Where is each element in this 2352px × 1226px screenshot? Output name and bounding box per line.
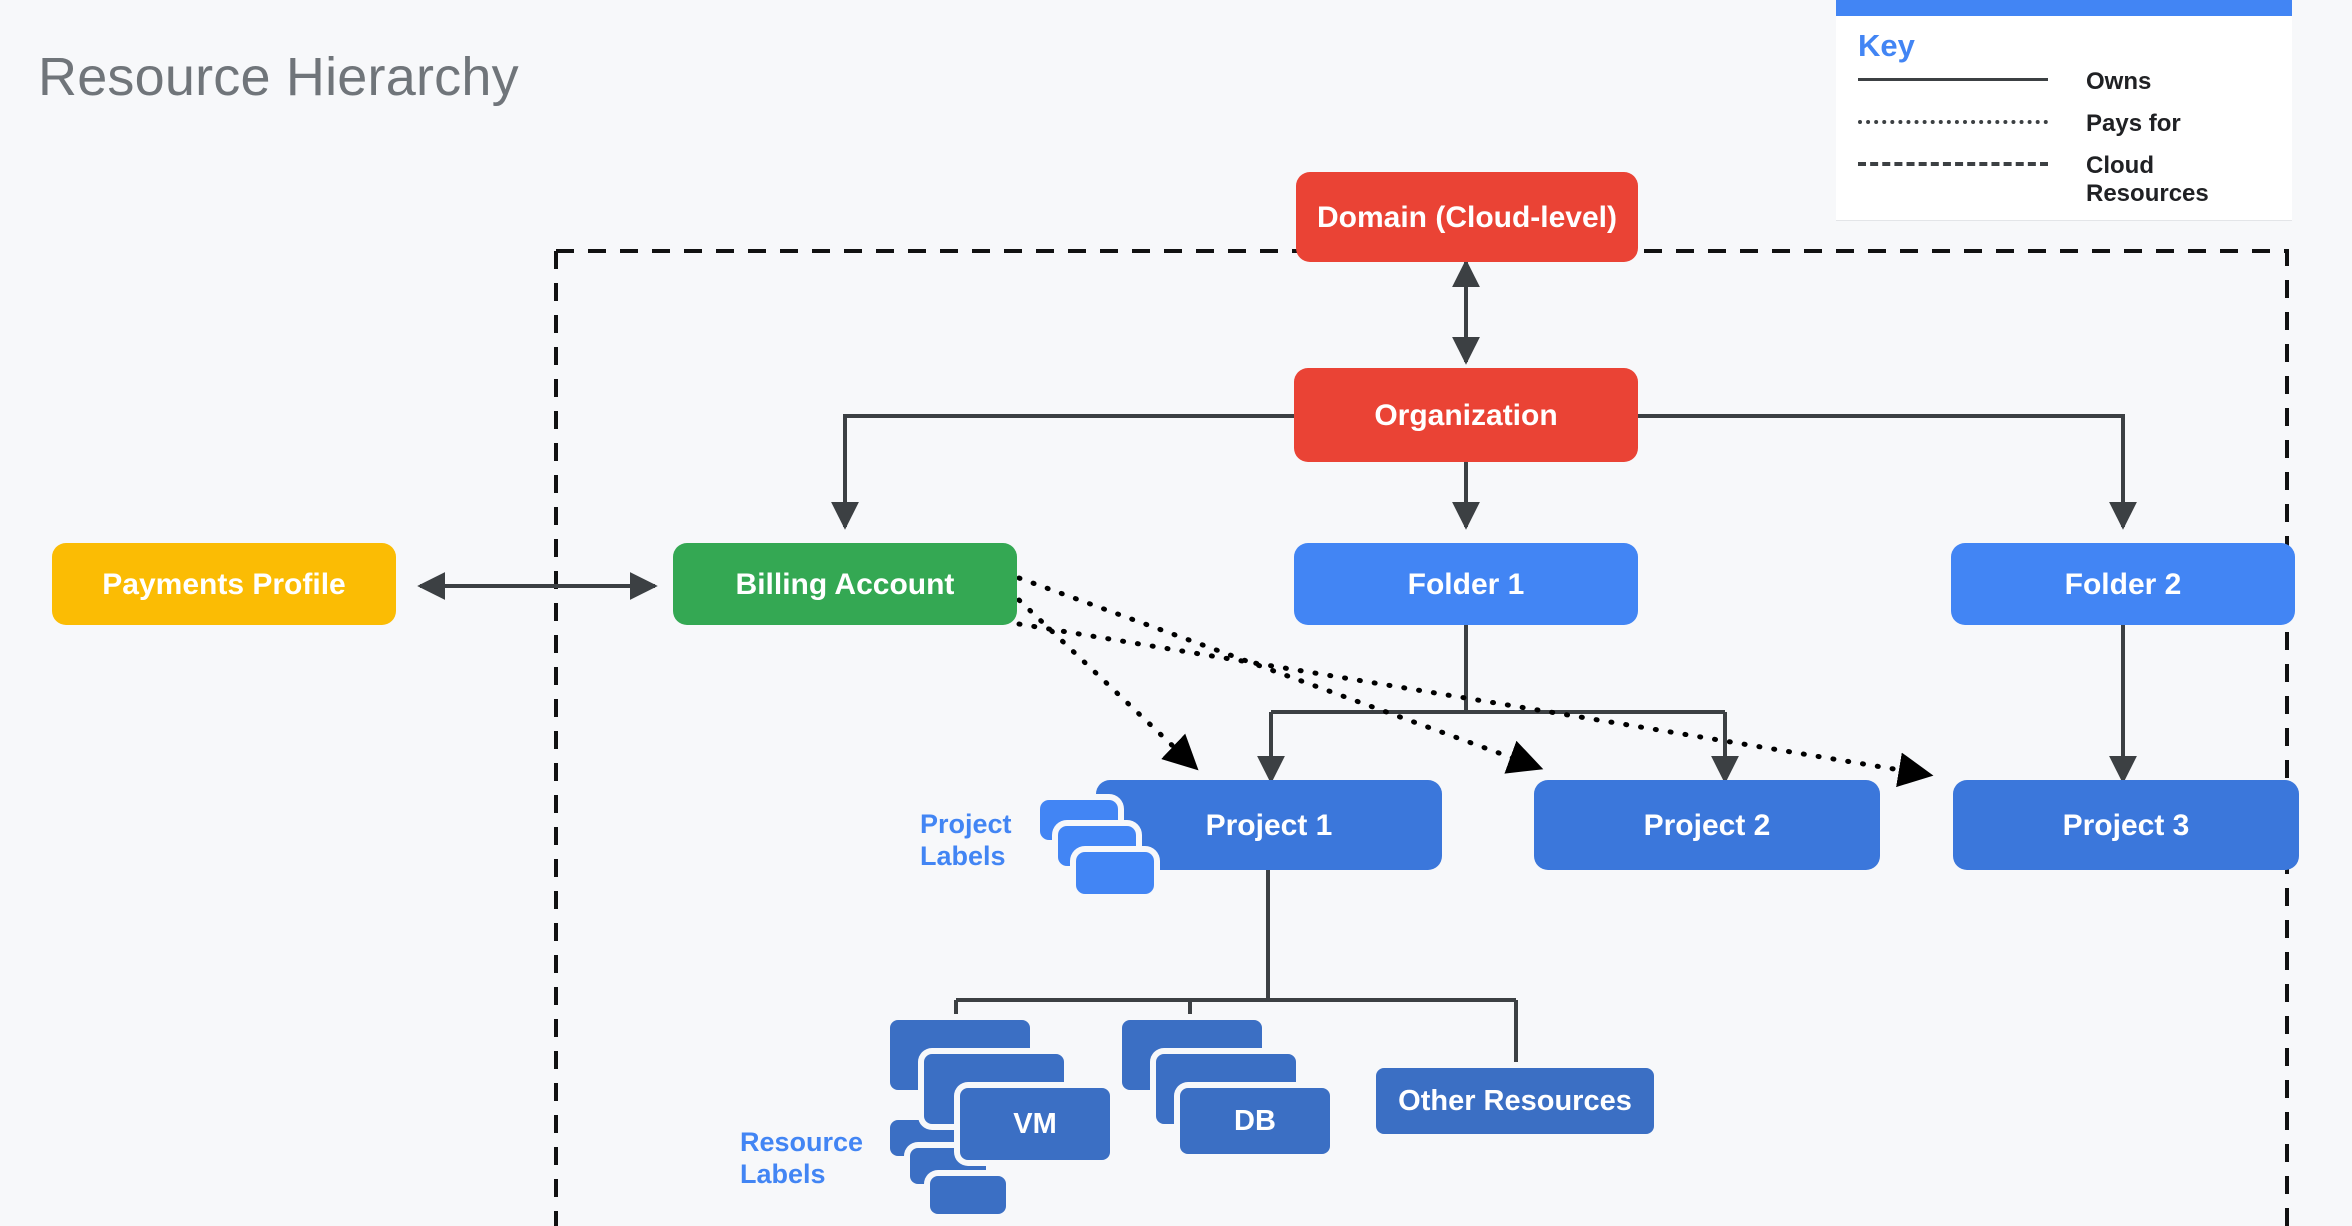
node-billing-account[interactable]: Billing Account: [673, 543, 1017, 625]
edge-billing-pays-project3: [1016, 621, 1934, 788]
legend-label-cloud-resources: Cloud Resources: [2086, 152, 2209, 207]
legend-label-owns: Owns: [2086, 68, 2152, 95]
resource-labels-stack: [890, 1120, 1030, 1226]
node-db[interactable]: DB: [1180, 1088, 1330, 1154]
edge-billing-pays-project1: [1016, 597, 1199, 771]
node-project-1[interactable]: Project 1: [1096, 780, 1442, 870]
node-vm[interactable]: VM: [960, 1088, 1110, 1160]
legend-row-cloud-resources: Cloud Resources: [1836, 152, 2292, 208]
caption-project-labels: Project Labels: [920, 809, 1012, 872]
edge-organization-folder2: [1638, 414, 2137, 530]
legend-row-pays-for: Pays for: [1836, 110, 2292, 152]
node-other-resources[interactable]: Other Resources: [1376, 1068, 1654, 1134]
node-folder-2[interactable]: Folder 2: [1951, 543, 2295, 625]
legend-panel: Key Owns Pays for Cloud Resources: [1836, 0, 2292, 221]
node-domain[interactable]: Domain (Cloud-level): [1296, 172, 1638, 262]
legend-rows: Owns Pays for Cloud Resources: [1836, 68, 2292, 208]
legend-line-dashed: [1858, 152, 2048, 174]
caption-resource-labels: Resource Labels: [740, 1127, 864, 1190]
node-payments-profile[interactable]: Payments Profile: [52, 543, 396, 625]
node-organization[interactable]: Organization: [1294, 368, 1638, 462]
project-labels-stack: [1040, 800, 1170, 900]
legend-line-solid: [1858, 68, 2048, 90]
legend-title: Key: [1858, 28, 1915, 63]
legend-accent-bar: [1836, 0, 2292, 16]
legend-label-pays-for: Pays for: [2086, 110, 2181, 137]
page-title: Resource Hierarchy: [38, 47, 519, 107]
project-label-card-3: [1076, 852, 1154, 894]
node-project-2[interactable]: Project 2: [1534, 780, 1880, 870]
node-folder-1[interactable]: Folder 1: [1294, 543, 1638, 625]
node-project-3[interactable]: Project 3: [1953, 780, 2299, 870]
legend-line-dotted: [1858, 110, 2048, 132]
resource-label-card-3: [930, 1176, 1006, 1214]
legend-row-owns: Owns: [1836, 68, 2292, 110]
edge-organization-billing: [831, 414, 1294, 530]
edge-folder1-project1: [1269, 710, 1725, 772]
